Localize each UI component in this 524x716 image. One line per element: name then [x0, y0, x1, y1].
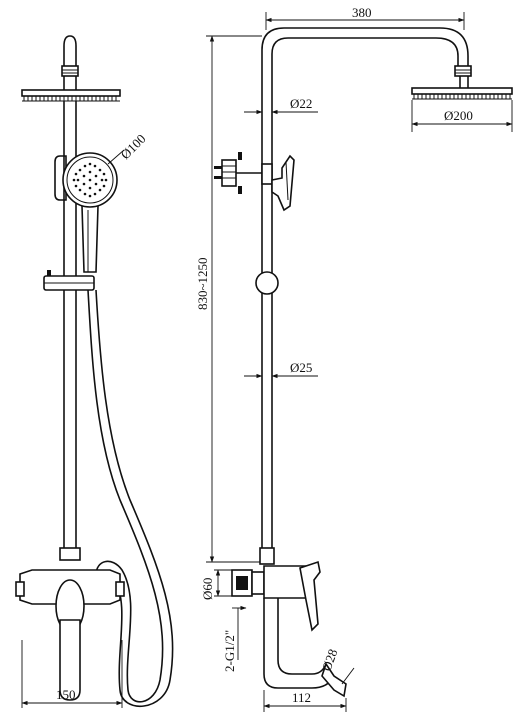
inlet-thread-label: 2-G1/2"	[222, 630, 237, 672]
spout-diameter-label: Ø28	[319, 647, 341, 673]
spout-reach-label: 112	[292, 690, 311, 705]
front-view: 150 Ø100	[15, 35, 174, 708]
overhead-shower-side	[411, 87, 513, 100]
mixer-body-front	[15, 569, 125, 701]
mixer-body-side	[231, 547, 347, 698]
body-diameter-label: Ø60	[200, 578, 215, 600]
head-diameter-label: Ø200	[444, 108, 473, 123]
hand-shower-side	[214, 152, 295, 212]
top-width-label: 380	[352, 5, 372, 20]
hose	[87, 289, 174, 707]
side-view: Ø200 380 Ø22	[195, 5, 513, 712]
handshower-diameter-label: Ø100	[118, 131, 149, 162]
lower-pipe-diameter-label: Ø25	[290, 360, 312, 375]
hand-shower-front	[54, 152, 118, 273]
upper-pipe-diameter-label: Ø22	[290, 96, 312, 111]
width-label: 150	[56, 687, 76, 702]
height-range-label: 830~1250	[195, 257, 210, 310]
overhead-shower-front	[21, 89, 121, 102]
